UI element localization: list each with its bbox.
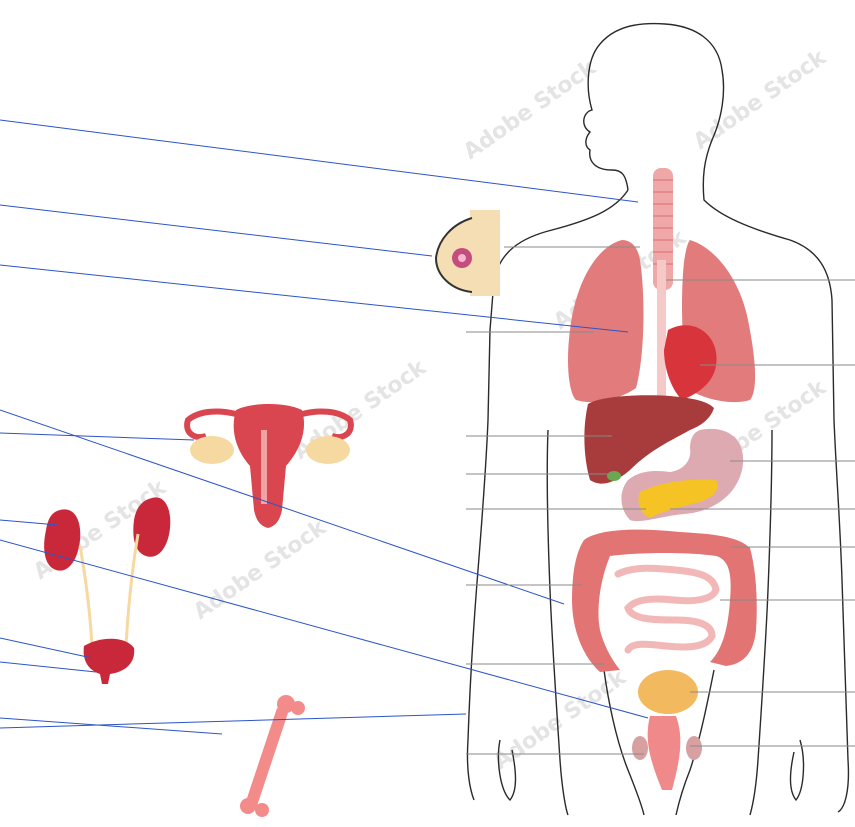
- leader-line: [0, 265, 628, 332]
- breast-icon: [436, 210, 500, 296]
- bone-icon: [240, 695, 305, 817]
- gallbladder-icon: [607, 471, 621, 481]
- leader-line: [0, 120, 638, 202]
- watermark-text: Adobe Stock: [189, 515, 332, 625]
- leader-line: [0, 205, 432, 256]
- leader-line: [0, 714, 466, 728]
- watermark-text: Adobe Stock: [459, 55, 602, 165]
- leader-line: [0, 662, 96, 672]
- leader-line: [0, 433, 194, 440]
- small-intestine-icon: [618, 568, 716, 650]
- leader-line: [0, 638, 92, 658]
- testes-icon: [632, 716, 702, 790]
- leader-line: [0, 718, 222, 734]
- leader-line: [0, 540, 648, 718]
- watermark-text: Adobe Stock: [689, 45, 832, 155]
- bladder-icon: [638, 670, 698, 714]
